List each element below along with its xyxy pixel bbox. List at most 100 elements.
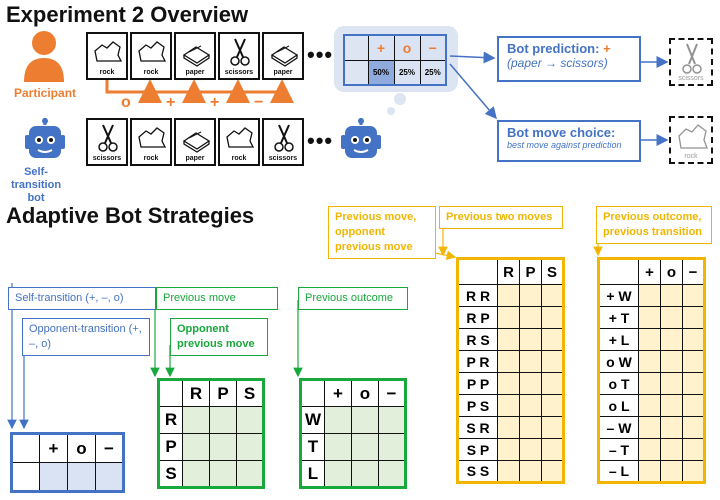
count-cell [682, 306, 705, 329]
col-header: S [541, 258, 564, 285]
transition-table: + o − [10, 432, 125, 493]
count-cell [519, 284, 542, 307]
count-cell [497, 394, 520, 417]
count-cell [638, 394, 661, 417]
count-cell [682, 438, 705, 461]
row-header: o L [598, 394, 639, 417]
count-cell [682, 350, 705, 373]
count-cell [541, 284, 564, 307]
bot-card-5: scissors [262, 118, 304, 166]
bot-card-3: paper [174, 118, 216, 166]
paper-icon [182, 131, 211, 153]
count-cell [351, 406, 379, 434]
card-label: rock [99, 69, 115, 76]
row-header: + T [598, 306, 639, 329]
card-label: paper [185, 155, 205, 162]
count-cell [541, 438, 564, 461]
col-header: S [236, 379, 264, 407]
count-cell [39, 462, 68, 492]
label-previous-move: Previous move [156, 287, 278, 310]
count-cell [638, 350, 661, 373]
transition-symbol-3: + [210, 94, 220, 111]
count-cell [324, 433, 352, 461]
count-cell [209, 460, 237, 488]
row-header: W [300, 406, 325, 434]
transition-symbol-2: + [166, 94, 176, 111]
count-cell [541, 416, 564, 439]
corner-cell [598, 258, 639, 285]
count-cell [660, 416, 683, 439]
label-prev-outcome-prev-transition: Previous outcome, previous transition [596, 206, 712, 244]
count-cell [660, 460, 683, 483]
previous-two-moves-table: R P S R R R P R S P R P P P S S R S P S … [456, 257, 565, 484]
card-label: paper [185, 69, 205, 76]
count-cell [67, 462, 96, 492]
count-cell [324, 460, 352, 488]
count-cell [519, 328, 542, 351]
corner-cell [300, 379, 325, 407]
bot-prediction-box: Bot prediction: + (paper → scissors) [497, 36, 641, 82]
count-cell [95, 462, 124, 492]
count-cell [660, 394, 683, 417]
paper-icon [182, 45, 211, 67]
count-cell [236, 406, 264, 434]
count-cell [638, 306, 661, 329]
count-cell [209, 433, 237, 461]
count-cell [660, 372, 683, 395]
count-cell [638, 328, 661, 351]
label-prev-move-opp-prev-move: Previous move, opponent previous move [328, 206, 436, 259]
rock-icon [94, 41, 123, 62]
label-opponent-previous-move: Opponent previous move [170, 318, 268, 356]
pred-value-o: 25% [393, 59, 421, 86]
count-cell [541, 372, 564, 395]
count-cell [324, 406, 352, 434]
bot-ellipsis: ••• [307, 128, 334, 153]
card-label: rock [231, 155, 247, 162]
participant-card-1: rock [86, 32, 128, 80]
transition-symbol-1: o [121, 94, 131, 111]
row-header: R P [457, 306, 498, 329]
count-cell [519, 372, 542, 395]
count-cell [660, 284, 683, 307]
count-cell [541, 328, 564, 351]
count-cell [497, 350, 520, 373]
row-header: R [158, 406, 183, 434]
previous-move-table: R P S R P S [157, 378, 265, 489]
col-header: P [209, 379, 237, 407]
bot-label: Self-transition bot [10, 166, 62, 204]
prediction-table: + o − 50% 25% 25% [343, 34, 447, 86]
bot-choice-title: Bot move choice: [507, 125, 616, 140]
count-cell [638, 284, 661, 307]
count-cell [682, 416, 705, 439]
row-header: S S [457, 460, 498, 483]
row-header: R S [457, 328, 498, 351]
count-cell [660, 328, 683, 351]
scissors-icon [98, 124, 118, 152]
row-label-cell [343, 59, 369, 86]
count-cell [519, 350, 542, 373]
count-cell [497, 284, 520, 307]
col-header: o [660, 258, 683, 285]
bot-card-4: rock [218, 118, 260, 166]
row-header: – W [598, 416, 639, 439]
col-header: P [519, 258, 542, 285]
participant-ellipsis: ••• [307, 42, 334, 67]
count-cell [519, 394, 542, 417]
card-label: rock [143, 69, 159, 76]
count-cell [660, 438, 683, 461]
card-label: scissors [268, 155, 298, 162]
col-header: − [95, 433, 124, 463]
bot-choice-box: Bot move choice: best move against predi… [497, 120, 641, 162]
count-cell [351, 433, 379, 461]
count-cell [182, 460, 210, 488]
count-cell [497, 372, 520, 395]
card-label: paper [273, 69, 293, 76]
row-header: R R [457, 284, 498, 307]
row-header: – L [598, 460, 639, 483]
pred-value-minus: 25% [419, 59, 447, 86]
bot-card-2: rock [130, 118, 172, 166]
count-cell [519, 438, 542, 461]
count-cell [638, 372, 661, 395]
bot-choice-detail: best move against prediction [507, 140, 622, 150]
participant-icon [22, 30, 66, 87]
